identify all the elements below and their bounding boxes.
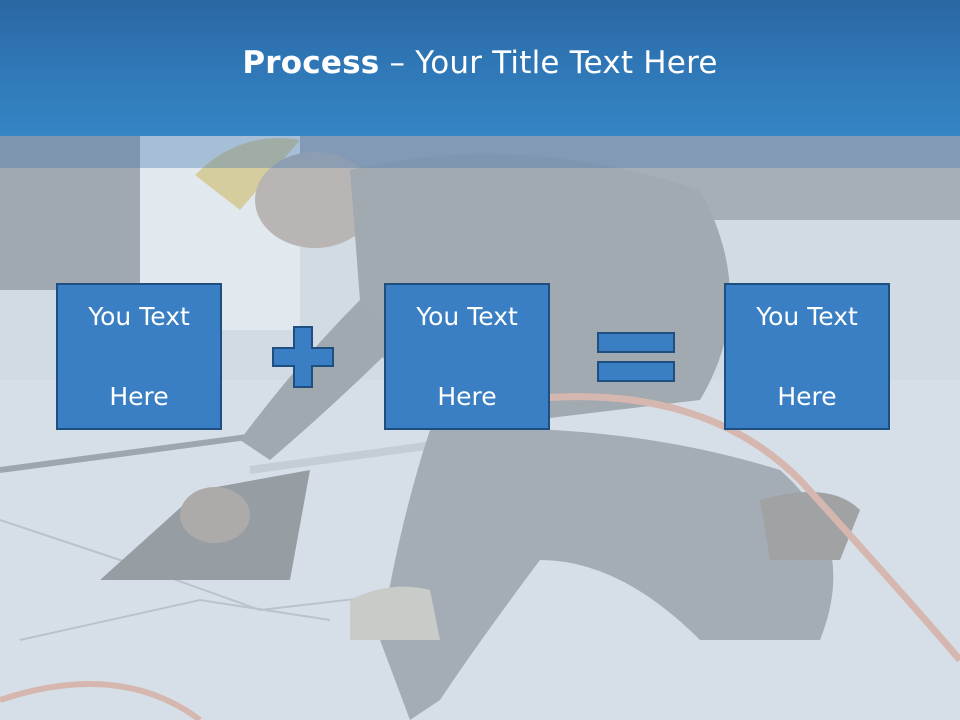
process-box-3-line1: You Text bbox=[756, 301, 858, 331]
title-band-lower-strip bbox=[0, 136, 960, 168]
title-regular: Your Title Text Here bbox=[415, 45, 718, 81]
process-box-2-line2: Here bbox=[437, 381, 497, 411]
process-box-1-line1: You Text bbox=[88, 301, 190, 331]
title-separator: – bbox=[379, 45, 416, 81]
process-box-2-line1: You Text bbox=[416, 301, 518, 331]
slide-title[interactable]: Process – Your Title Text Here bbox=[242, 45, 717, 81]
process-box-1-line2: Here bbox=[109, 381, 169, 411]
title-bold: Process bbox=[242, 45, 380, 81]
plus-icon bbox=[272, 326, 334, 388]
title-band: Process – Your Title Text Here bbox=[0, 0, 960, 136]
equals-icon bbox=[597, 332, 675, 382]
process-box-3-line2: Here bbox=[777, 381, 837, 411]
